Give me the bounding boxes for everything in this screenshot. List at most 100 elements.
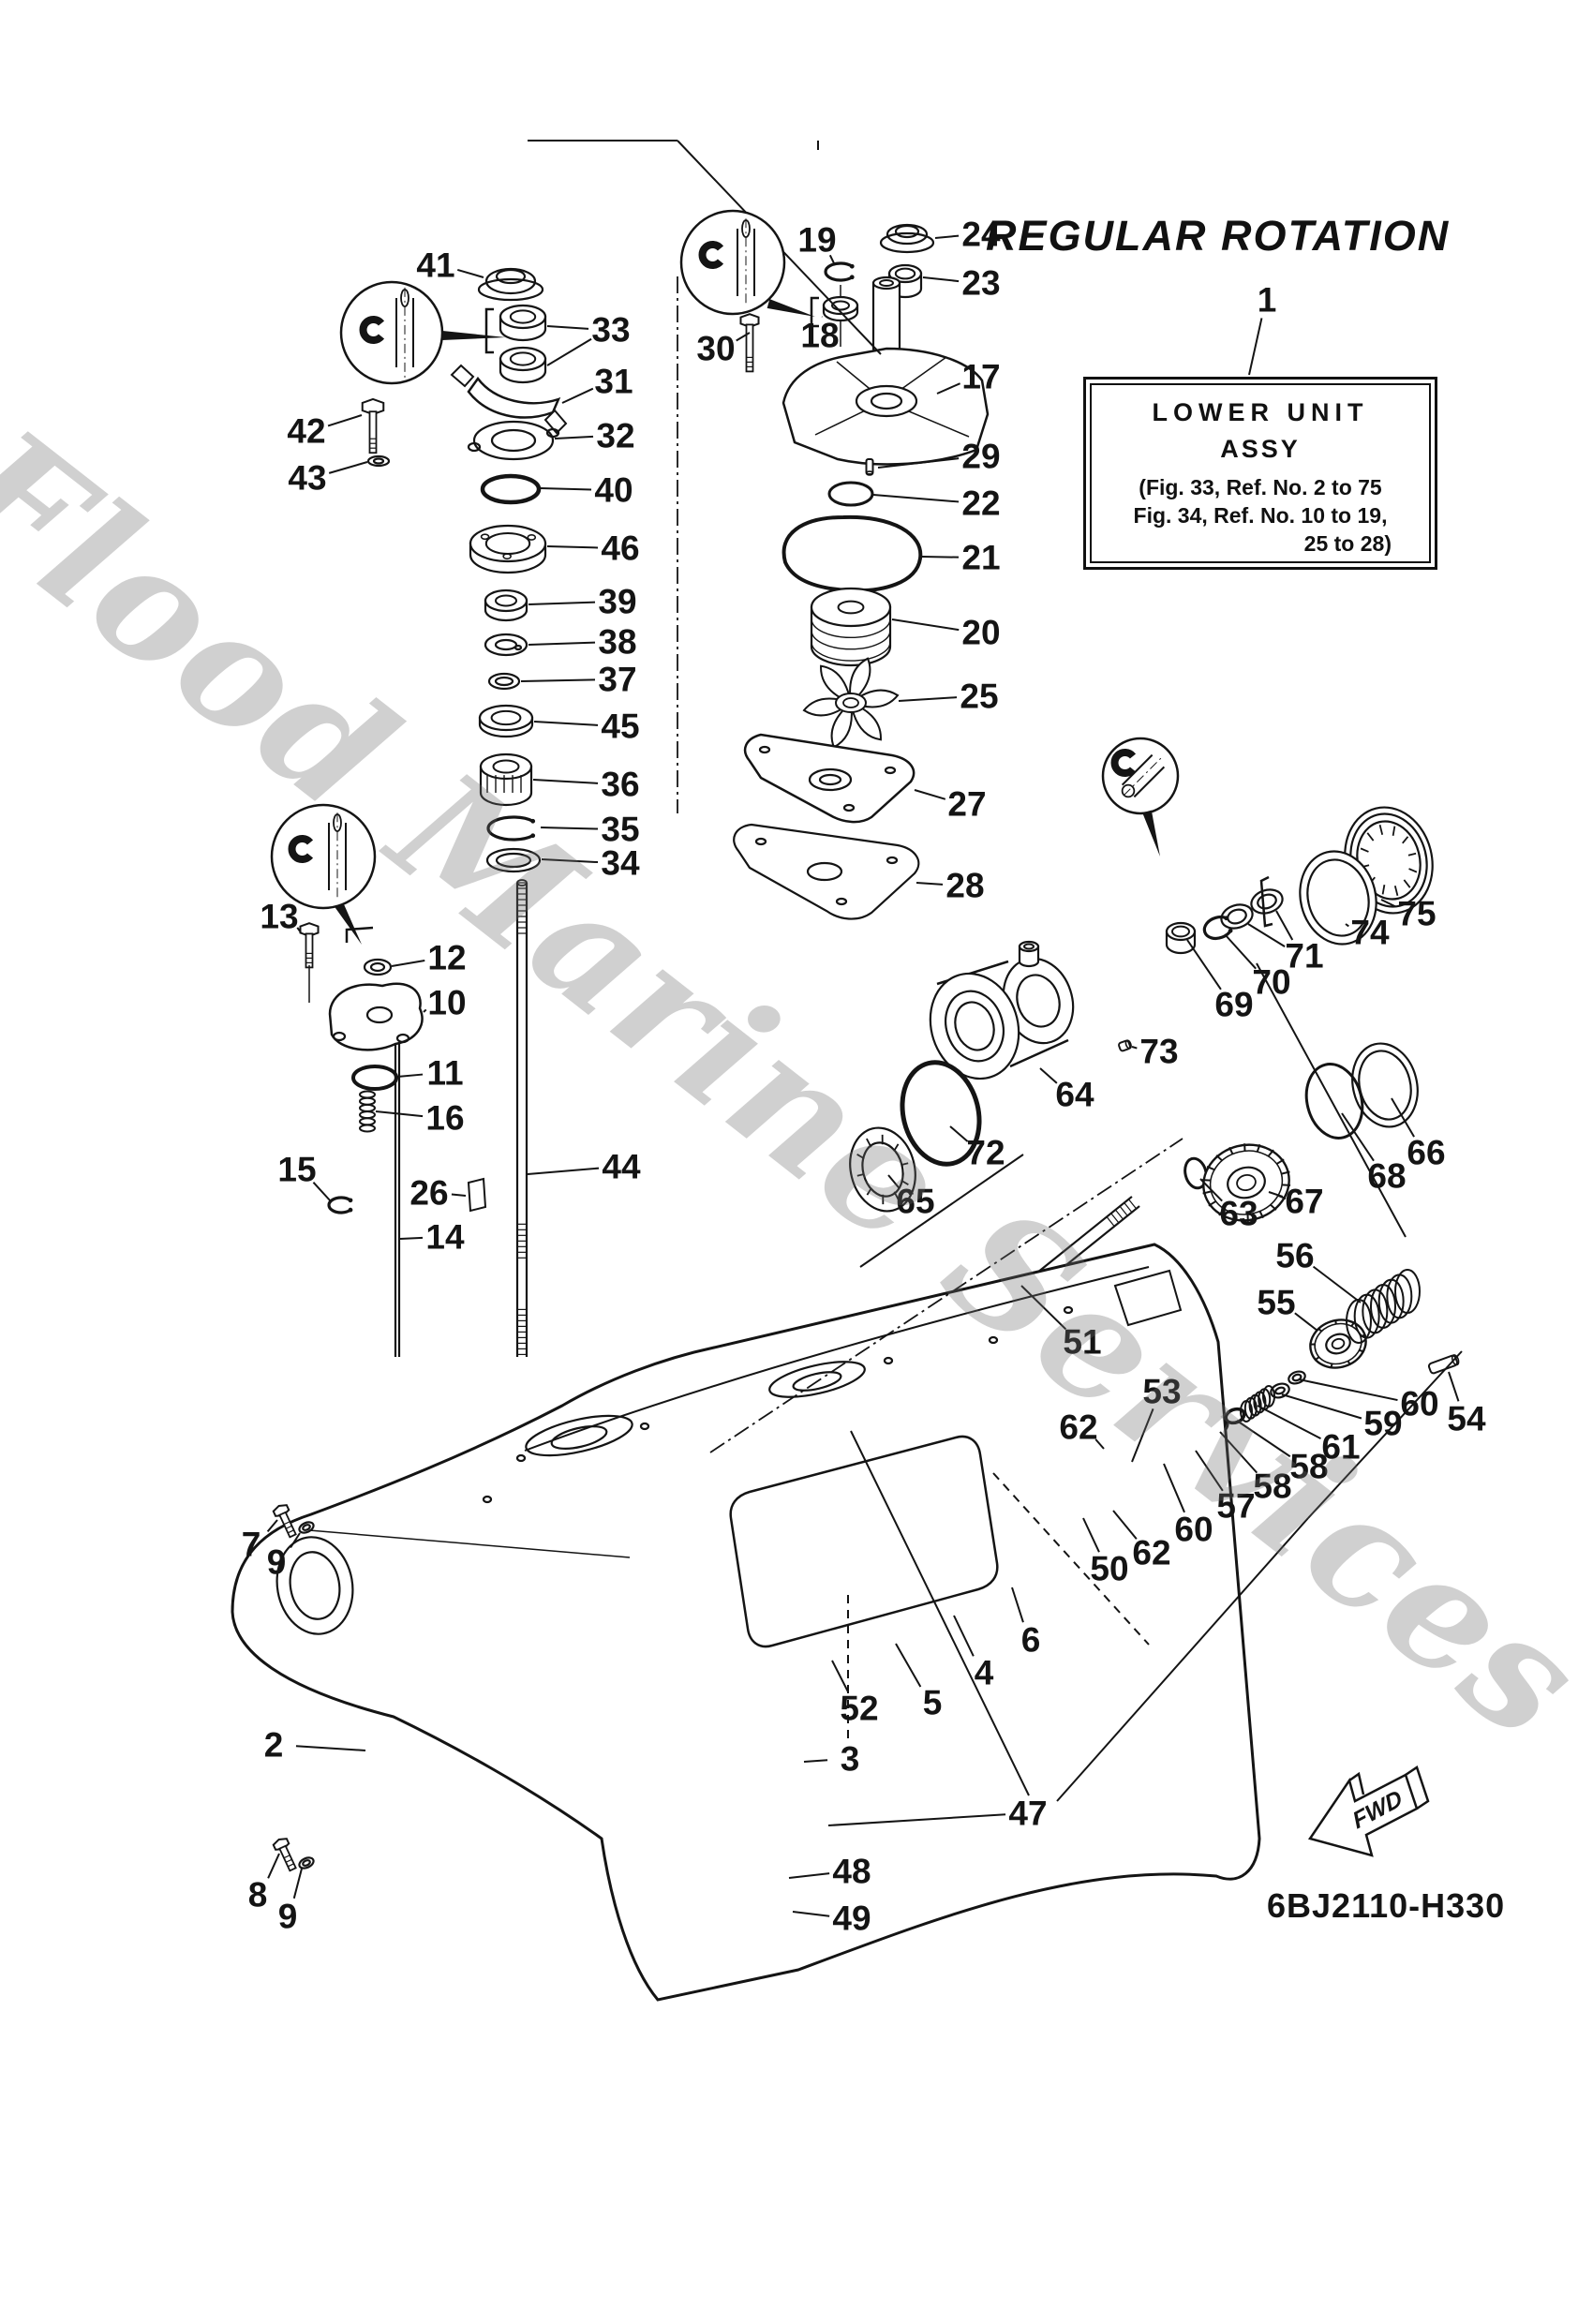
callout-number-60: 60 [1400,1385,1438,1423]
callout-63 [1199,1178,1223,1202]
callout-10 [423,1008,427,1013]
callout-number-66: 66 [1407,1134,1445,1172]
callout-29 [877,457,960,469]
callout-25 [898,696,958,702]
callout-number-68: 68 [1367,1157,1406,1196]
callout-number-57: 57 [1216,1487,1255,1526]
callout-number-74: 74 [1350,914,1390,952]
callout-number-29: 29 [961,438,1000,476]
callout-62 [1094,1438,1105,1450]
callout-number-23: 23 [961,264,1000,303]
callout-19 [828,254,836,266]
callout-number-49: 49 [832,1899,871,1938]
callout-number-15: 15 [277,1151,316,1189]
callout-59 [1281,1393,1362,1420]
callout-38 [528,641,596,646]
callout-number-39: 39 [598,583,636,621]
callout-number-33: 33 [591,311,630,350]
callout-number-32: 32 [596,417,634,455]
callout-67 [1268,1191,1284,1198]
callout-number-1: 1 [1258,281,1277,320]
callout-number-55: 55 [1257,1284,1295,1322]
callout-number-69: 69 [1214,986,1253,1024]
callout-12 [391,960,425,967]
callout-60 [1163,1463,1185,1513]
callout-number-62: 62 [1132,1534,1170,1572]
group-bracket [484,307,494,354]
callout-49 [792,1911,830,1917]
callout-number-9: 9 [278,1898,298,1936]
callout-number-5: 5 [923,1684,943,1722]
callout-number-2: 2 [264,1726,284,1765]
callout-number-54: 54 [1447,1400,1486,1438]
callout-number-73: 73 [1139,1033,1178,1071]
callout-number-65: 65 [896,1183,934,1221]
callout-number-53: 53 [1142,1373,1181,1411]
callout-32 [554,435,594,439]
callout-57 [1195,1450,1224,1492]
assy-box-ref: (Fig. 33, Ref. No. 2 to 75 Fig. 34, Ref.… [1092,464,1429,558]
callout-60 [1298,1378,1398,1402]
clip-icon [698,241,724,269]
callout-number-47: 47 [1008,1795,1047,1833]
callout-3 [803,1759,828,1763]
lower-unit-assy-box-inner: LOWER UNIT ASSY (Fig. 33, Ref. No. 2 to … [1090,383,1431,563]
callout-number-50: 50 [1090,1550,1128,1588]
callout-24 [934,234,960,239]
callout-46 [546,545,599,549]
callout-number-58: 58 [1253,1467,1291,1506]
callout-number-14: 14 [425,1218,465,1257]
callout-number-6: 6 [1021,1621,1041,1660]
callout-number-75: 75 [1397,895,1436,933]
drawing-code: 6BJ2110-H330 [1267,1886,1505,1925]
callout-number-71: 71 [1285,937,1323,976]
callout-17 [936,382,960,395]
callout-26 [451,1193,467,1197]
callout-number-64: 64 [1055,1076,1094,1114]
callout-number-34: 34 [601,844,640,883]
callout-number-13: 13 [260,898,298,936]
callout-69 [1186,939,1222,991]
callout-number-19: 19 [797,221,836,260]
callout-number-28: 28 [945,867,984,905]
callout-53 [1131,1408,1154,1463]
assy-box-line3: (Fig. 33, Ref. No. 2 to 75 [1139,475,1382,499]
callout-54 [1448,1371,1460,1402]
callout-6 [1011,1587,1024,1623]
callout-14 [399,1236,424,1240]
callout-65 [887,1174,901,1189]
page-title: REGULAR ROTATION [986,212,1451,260]
callout-number-31: 31 [594,363,633,401]
callout-number-56: 56 [1275,1237,1314,1275]
group-bracket [1259,875,1273,928]
callout-4 [953,1615,975,1657]
callout-number-37: 37 [598,661,636,699]
detail-circle [1101,737,1180,857]
callout-5 [895,1643,922,1688]
callout-47 [827,1813,1006,1826]
callout-number-58: 58 [1289,1448,1328,1486]
lower-unit-assy-box: LOWER UNIT ASSY (Fig. 33, Ref. No. 2 to … [1083,377,1437,570]
callout-number-26: 26 [409,1174,448,1213]
callout-45 [533,721,599,726]
callout-27 [914,789,946,800]
callout-number-72: 72 [966,1134,1005,1172]
callout-number-63: 63 [1219,1195,1258,1233]
callout-number-22: 22 [961,484,1000,523]
callout-15 [312,1182,332,1202]
callout-40 [540,487,592,491]
callout-75 [1380,899,1397,908]
callout-2 [295,1745,366,1751]
callout-number-12: 12 [427,939,466,977]
callout-number-70: 70 [1252,963,1290,1002]
callout-9 [290,1532,301,1548]
callout-number-7: 7 [242,1526,261,1564]
callout-30 [736,332,751,342]
callout-23 [922,276,960,283]
callout-71 [1247,910,1294,947]
callout-7 [266,1519,278,1533]
callout-21 [921,556,960,559]
callout-42 [327,414,363,427]
callout-number-35: 35 [601,811,639,849]
